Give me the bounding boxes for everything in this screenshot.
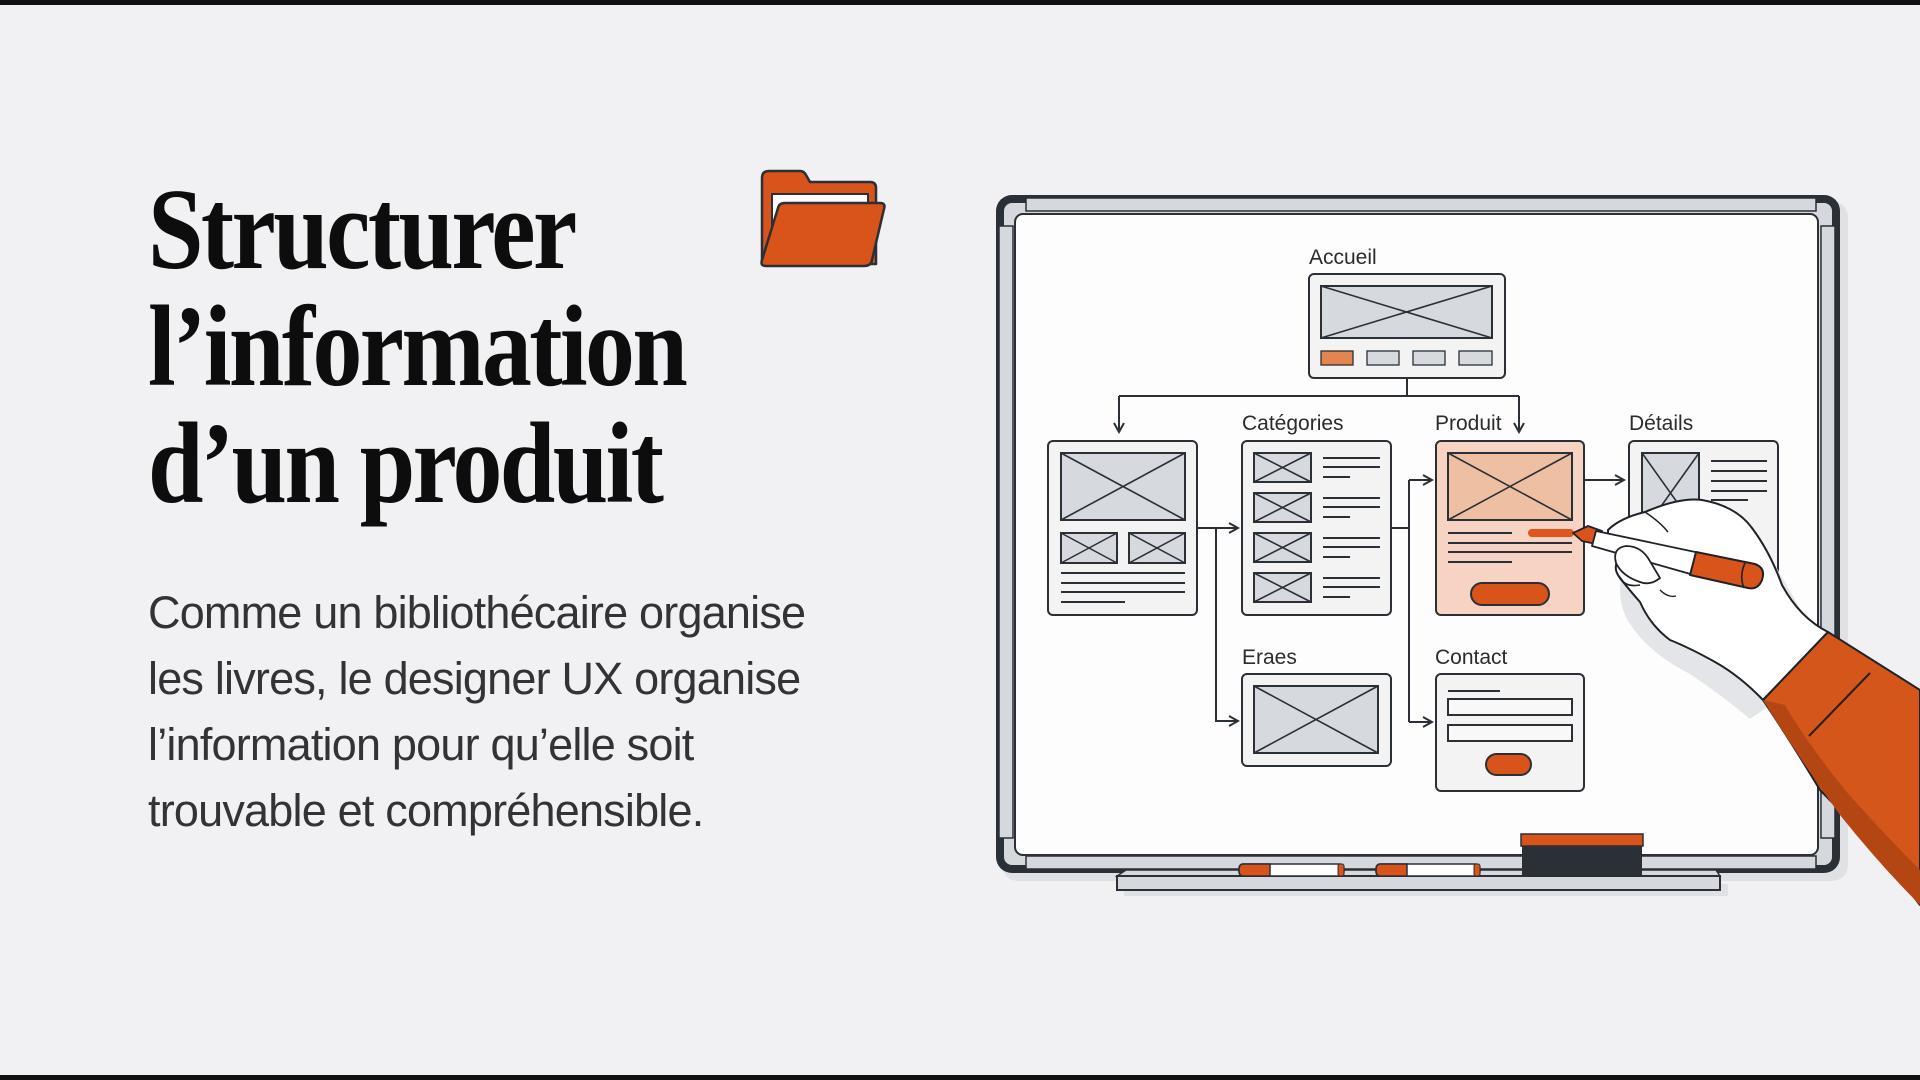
node-categories-label: Catégories: [1242, 412, 1344, 435]
body-line-1: Comme un bibliothécaire organise: [148, 587, 806, 638]
node-contact-label: Contact: [1435, 646, 1508, 669]
node-pages: Eraes: [1241, 646, 1392, 767]
image-placeholder-icon: [1320, 285, 1493, 339]
marker-icon: [1375, 863, 1481, 877]
node-product: Produit: [1435, 412, 1585, 616]
body-line-4: trouvable et compréhensible.: [148, 785, 704, 836]
whiteboard-tray: [1114, 833, 1728, 896]
eraser-icon: [1520, 833, 1644, 876]
title-line-1: Structurer: [148, 166, 577, 294]
slide-body-text: Comme un bibliothécaire organise les liv…: [148, 580, 806, 844]
slide-title: Structurer l’information d’un produit: [148, 166, 688, 528]
node-home: Accueil: [1308, 246, 1506, 379]
node-pages-label: Eraes: [1242, 646, 1297, 669]
marker-icon: [1572, 525, 1765, 590]
sitemap-connectors: [1119, 378, 1624, 722]
body-line-2: les livres, le designer UX organise: [148, 653, 801, 704]
sleeve: [1762, 631, 1920, 906]
highlight-stroke: [1528, 529, 1574, 537]
node-contact: Contact: [1435, 646, 1585, 792]
whiteboard-frame: [996, 195, 1848, 881]
body-line-3: l’information pour qu’elle soit: [148, 719, 694, 770]
bottom-letterbox-bar: [0, 1075, 1920, 1080]
title-line-3: d’un produit: [148, 400, 664, 528]
hand-drawing-icon: [1572, 498, 1920, 906]
node-categories: Catégories: [1241, 412, 1392, 616]
node-home-label: Accueil: [1309, 246, 1377, 269]
marker-icon: [1238, 863, 1345, 877]
node-landing: [1047, 440, 1198, 616]
node-details-label: Détails: [1629, 412, 1693, 435]
cta-button-sketch: [1470, 582, 1550, 606]
folder-icon: [760, 169, 886, 268]
top-letterbox-bar: [0, 0, 1920, 5]
node-product-label: Produit: [1435, 412, 1502, 435]
title-line-2: l’information: [148, 283, 688, 411]
